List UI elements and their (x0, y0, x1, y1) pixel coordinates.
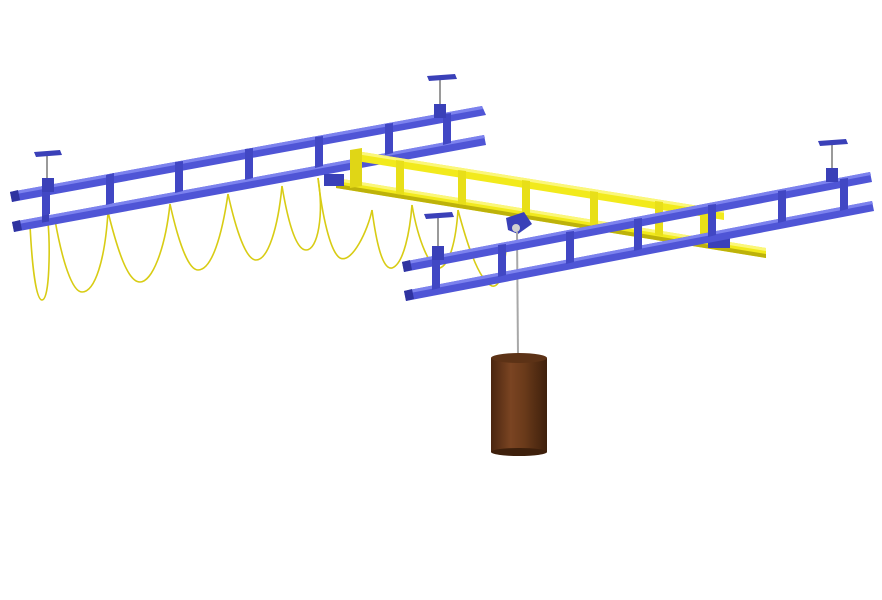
suspended-load (491, 353, 547, 456)
hoist-trolley-icon (506, 212, 532, 234)
front-runway-rail (402, 172, 874, 301)
wire-rope (516, 231, 519, 357)
bridge-girder (324, 148, 766, 258)
ceiling-hanger-icon (34, 74, 848, 260)
